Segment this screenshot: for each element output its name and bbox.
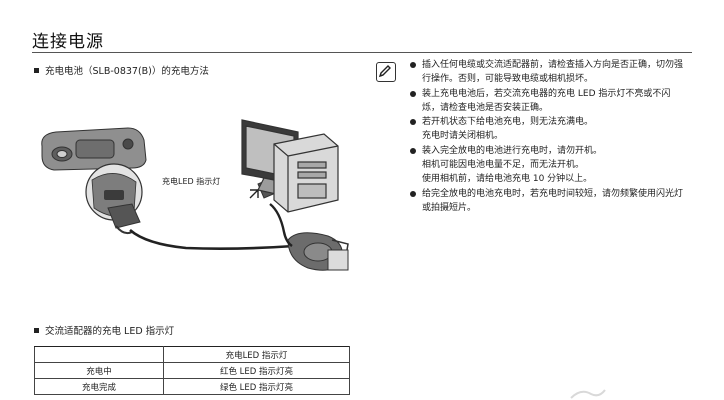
charging-led-label: 充电LED 指示灯 bbox=[162, 177, 221, 186]
note-pencil-icon bbox=[376, 62, 396, 82]
usb-cable-2 bbox=[269, 203, 293, 247]
page-corner-accent bbox=[570, 389, 606, 399]
note-item: 插入任何电缆或交流适配器前，请检查插入方向是否正确，切勿强行操作。否则，可能导致… bbox=[408, 58, 692, 87]
charging-illustration bbox=[41, 119, 349, 271]
table-header-row: 充电LED 指示灯 bbox=[34, 346, 350, 363]
notes-list: 插入任何电缆或交流适配器前，请检查插入方向是否正确，切勿强行操作。否则，可能导致… bbox=[408, 58, 692, 215]
table-row: 充电完成 绿色 LED 指示灯亮 bbox=[34, 378, 350, 395]
bullet-dot-icon bbox=[410, 190, 416, 197]
camera-illustration bbox=[41, 127, 147, 171]
table-cell: 充电中 bbox=[34, 362, 164, 379]
table-cell: 绿色 LED 指示灯亮 bbox=[163, 378, 350, 395]
table-cell: 红色 LED 指示灯亮 bbox=[163, 362, 350, 379]
insert-arrow-icon bbox=[249, 189, 259, 199]
section-heading-text: 充电电池（SLB-0837(B)）的充电方法 bbox=[45, 66, 209, 77]
bullet-dot-icon bbox=[410, 90, 416, 97]
note-item: 若开机状态下给电池充电，则无法充满电。充电时请关闭相机。 bbox=[408, 115, 692, 144]
table-row: 充电中 红色 LED 指示灯亮 bbox=[34, 362, 350, 379]
table-cell: 充电完成 bbox=[34, 378, 164, 395]
usb-cable bbox=[129, 228, 295, 250]
section-heading-text: 交流适配器的充电 LED 指示灯 bbox=[45, 326, 175, 337]
table-header-cell: 充电LED 指示灯 bbox=[163, 346, 350, 363]
note-item: 装入完全放电的电池进行充电时，请勿开机。相机可能因电池电量不足，而无法开机。使用… bbox=[408, 144, 692, 187]
led-status-table: 充电LED 指示灯 充电中 红色 LED 指示灯亮 充电完成 绿色 LED 指示… bbox=[34, 346, 350, 395]
section-heading-charging-method: 充电电池（SLB-0837(B)）的充电方法 bbox=[34, 63, 209, 77]
computer-tower-illustration bbox=[273, 133, 339, 213]
title-divider bbox=[32, 52, 692, 53]
page-title: 连接电源 bbox=[32, 32, 104, 52]
bullet-dot-icon bbox=[410, 119, 416, 126]
square-bullet-icon bbox=[34, 68, 39, 73]
bullet-dot-icon bbox=[410, 62, 416, 68]
note-item: 给完全放电的电池充电时，若充电时间较短，请勿频繁使用闪光灯或拍摄短片。 bbox=[408, 187, 692, 216]
square-bullet-icon bbox=[34, 328, 39, 333]
note-item: 装上充电电池后，若交流充电器的充电 LED 指示灯不亮或不闪烁，请检查电池是否安… bbox=[408, 87, 692, 116]
bullet-dot-icon bbox=[410, 147, 416, 154]
section-heading-led: 交流适配器的充电 LED 指示灯 bbox=[34, 323, 174, 337]
table-header-cell bbox=[34, 346, 164, 363]
usb-plug-camera bbox=[107, 203, 141, 235]
ac-adapter-illustration bbox=[287, 232, 349, 271]
